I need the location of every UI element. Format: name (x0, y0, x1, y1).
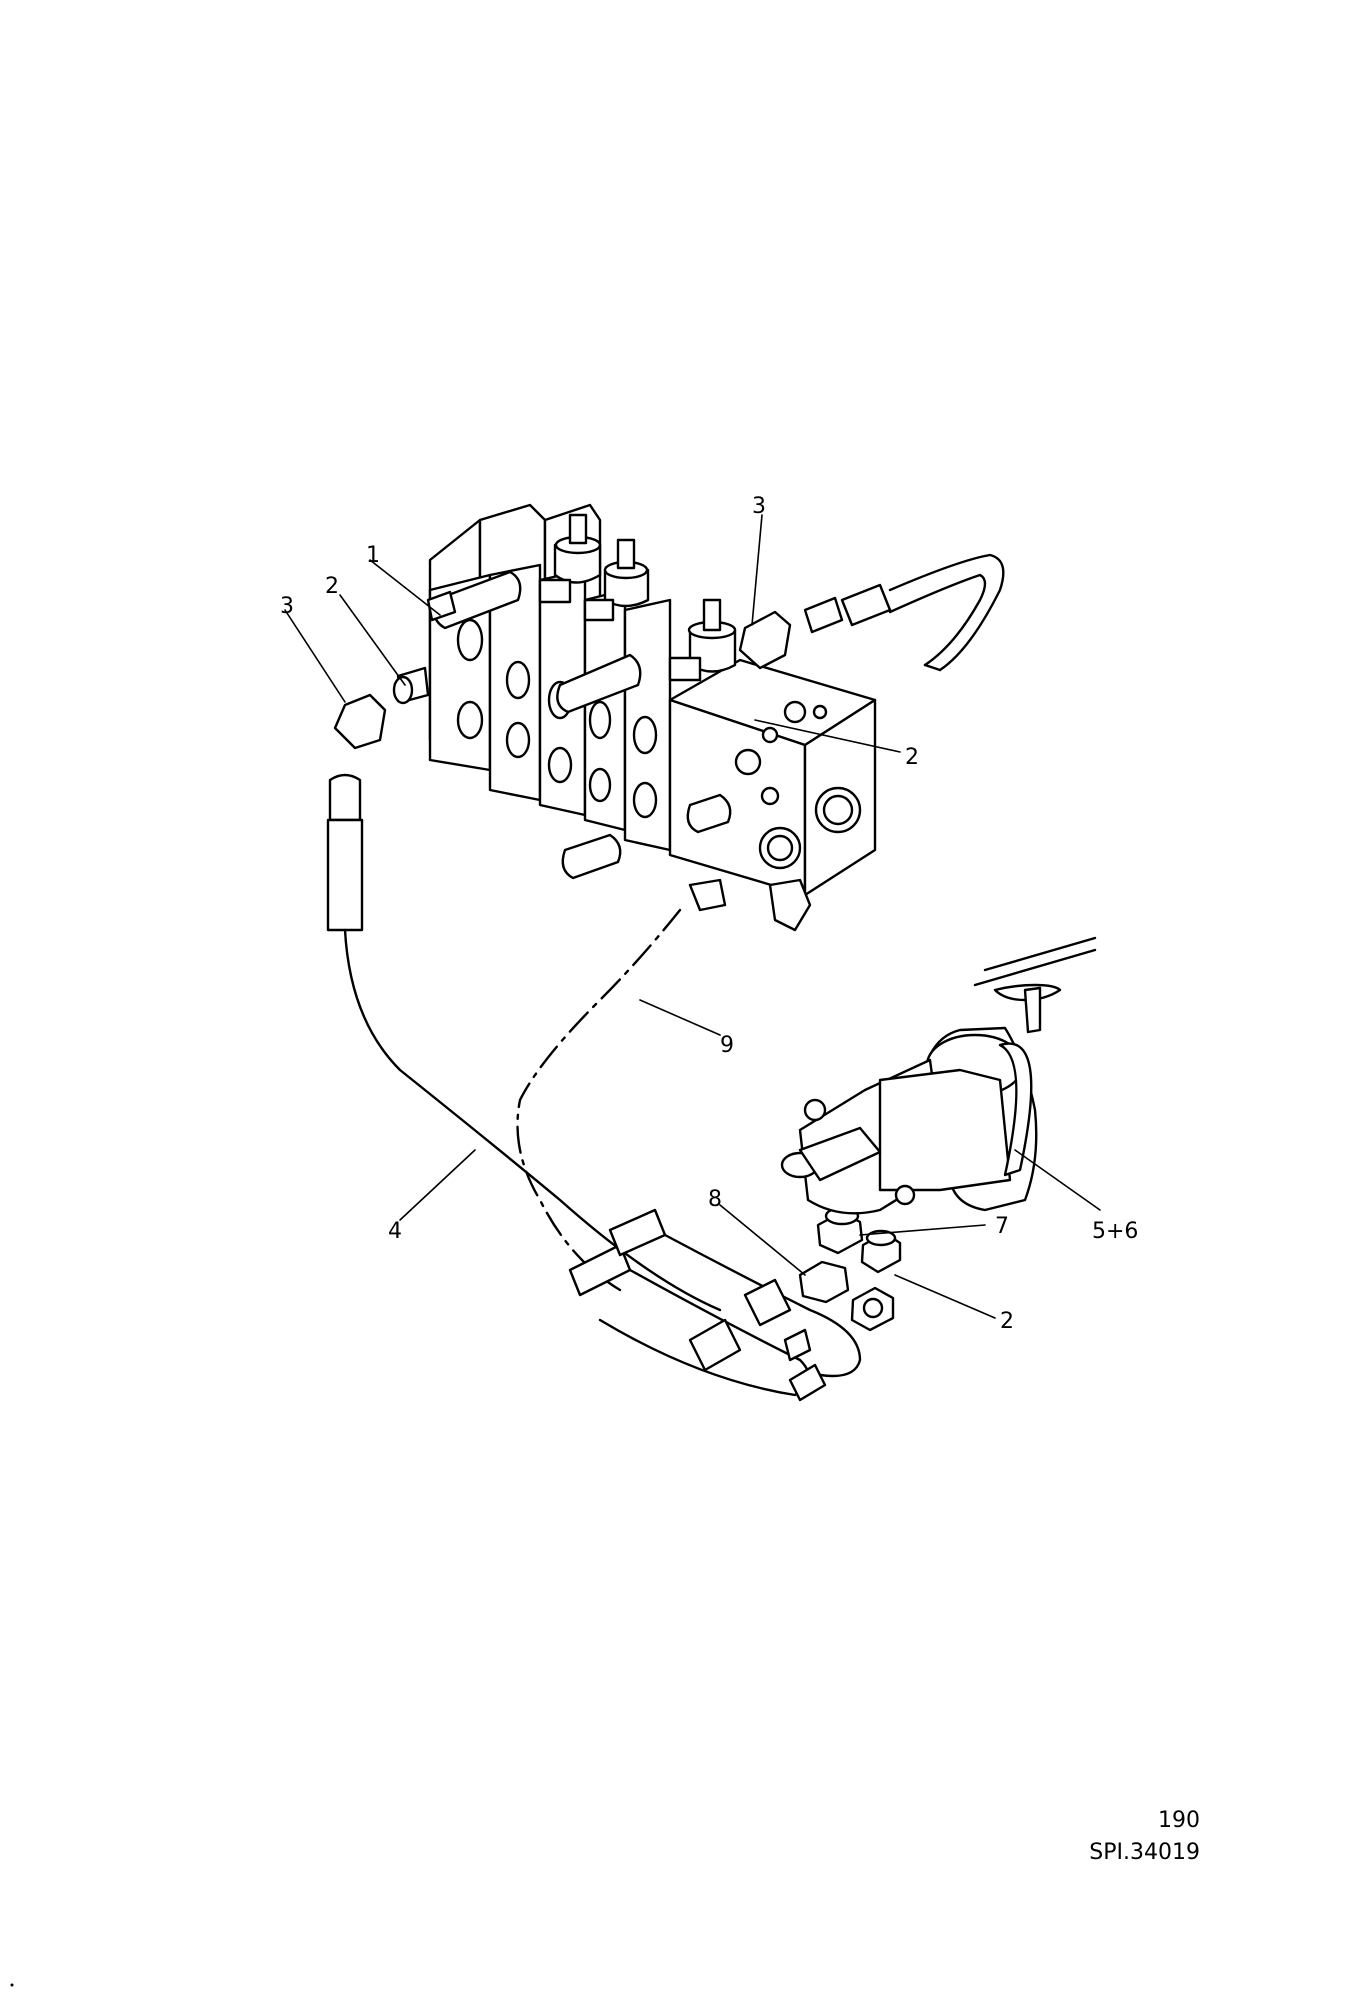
reference-code: SPI.34019 (1089, 1840, 1200, 1865)
callout-5-6: 5+6 (1092, 1219, 1138, 1244)
adapter-left (392, 666, 430, 705)
corner-dot (10, 1983, 14, 1987)
callout-labels: 1 2 3 3 2 9 4 8 7 5+6 2 (280, 494, 1138, 1334)
callout-2-left: 2 (325, 574, 339, 599)
callout-7: 7 (995, 1214, 1009, 1239)
callout-3-left: 3 (280, 594, 294, 619)
lower-hoses (568, 1208, 862, 1402)
hydraulic-motor (780, 1026, 1038, 1215)
fitting-1 (426, 590, 457, 622)
hose-4 (326, 773, 722, 1312)
elbow-right (738, 610, 792, 670)
upper-hose (803, 553, 1005, 672)
callout-4: 4 (388, 1219, 402, 1244)
callout-3-right: 3 (752, 494, 766, 519)
motor-fittings (798, 1206, 902, 1332)
callout-2-lower: 2 (1000, 1309, 1014, 1334)
hose-9 (516, 908, 682, 1292)
control-valve-block (428, 503, 877, 932)
callout-2-right: 2 (905, 745, 919, 770)
callout-8: 8 (708, 1187, 722, 1212)
callout-9: 9 (720, 1033, 734, 1058)
elbow-left (333, 693, 387, 750)
mounting-bracket (973, 936, 1097, 1034)
page-number: 190 (1158, 1808, 1200, 1833)
callout-1: 1 (366, 543, 380, 568)
callout-leaders (284, 514, 1101, 1319)
